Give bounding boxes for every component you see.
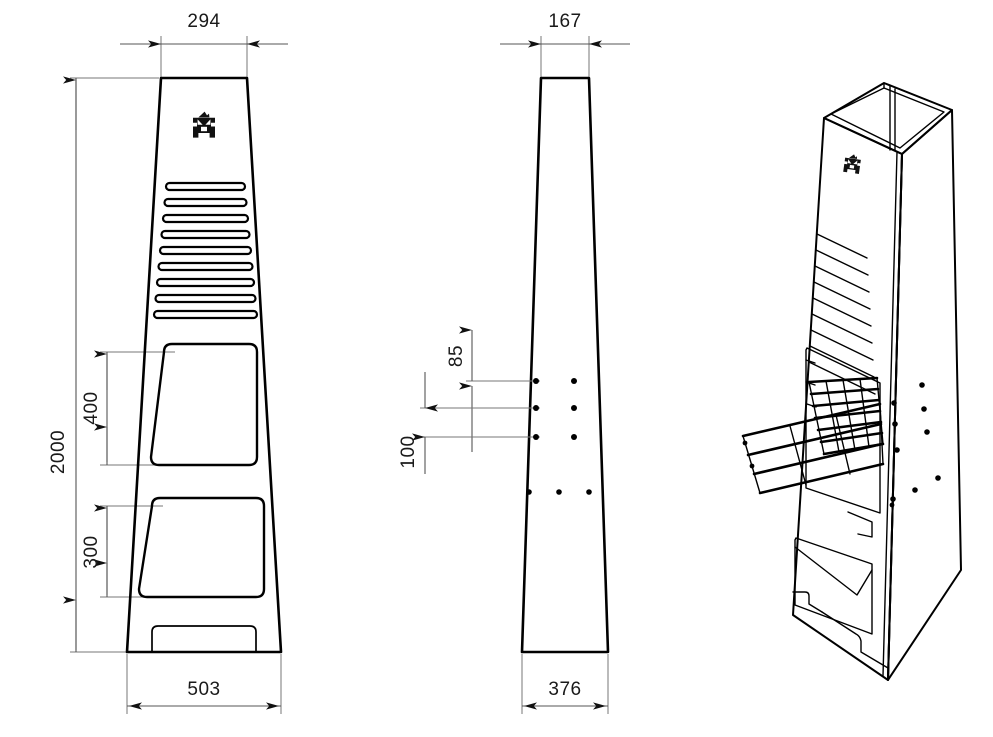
dim-label-front-bottom-width: 503 [187, 679, 220, 700]
dim-label-side-offset-85: 85 [446, 345, 467, 367]
dimension-side-top-width: 167 [500, 11, 630, 80]
iso-grill-grate [807, 376, 885, 456]
front-view-group: 294 2000 400 [48, 11, 288, 714]
iso-hole-group [889, 382, 941, 508]
dim-label-front-lower-panel: 300 [81, 535, 102, 568]
side-hole-group-lower [526, 489, 592, 495]
iso-lower-floor [794, 546, 873, 596]
iso-lower-opening [794, 537, 873, 635]
dim-label-front-top-width: 294 [187, 11, 220, 32]
iso-inner-pegs [805, 359, 817, 408]
iso-top-rim-outer [823, 82, 953, 155]
iso-right-face [887, 109, 962, 681]
dim-label-front-total-height: 2000 [48, 430, 69, 474]
dimension-side-offset-85: 85 [446, 326, 540, 452]
side-hole-group-upper [533, 378, 577, 440]
side-body-outline [520, 76, 610, 654]
iso-brand-emblem-icon [843, 154, 861, 174]
dimension-front-bottom-width: 503 [126, 654, 282, 714]
dimension-front-top-width: 294 [120, 11, 288, 80]
iso-foot-notch-front [821, 611, 889, 669]
front-lower-panel-opening [137, 496, 266, 599]
dim-label-side-top-width: 167 [548, 11, 581, 32]
iso-corner-edge-secondary [882, 151, 898, 677]
dim-label-side-bottom-width: 376 [548, 679, 581, 700]
front-body-outline [125, 76, 283, 654]
front-upper-panel-opening [149, 342, 259, 467]
iso-foot-notch-left [792, 591, 823, 613]
iso-top-rim-inner [830, 87, 945, 149]
iso-lower-ledge [847, 511, 873, 538]
front-louver-group [152, 181, 259, 320]
iso-corner-edge [887, 153, 903, 681]
dim-label-side-offset-100: 100 [398, 435, 419, 468]
brand-emblem-icon [193, 111, 215, 138]
dimension-side-bottom-width: 376 [521, 654, 609, 714]
side-view-group: 167 85 100 [398, 11, 630, 714]
iso-shelf-rack [741, 402, 885, 495]
front-foot-notch [151, 625, 257, 653]
dimension-side-offset-100: 100 [398, 372, 540, 474]
iso-upper-opening [805, 347, 881, 514]
iso-view-group [741, 82, 962, 681]
dim-label-front-upper-panel: 400 [81, 391, 102, 424]
iso-louver-group [808, 233, 876, 395]
dimension-front-total-height: 2000 [48, 76, 159, 653]
